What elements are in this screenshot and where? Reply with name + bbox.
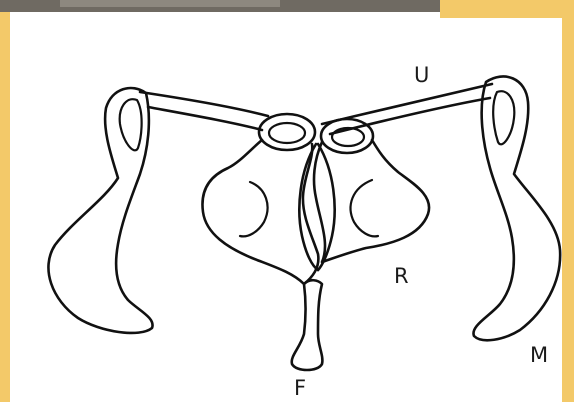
- right-tube: [322, 84, 492, 134]
- label-f: F: [294, 376, 306, 400]
- gold-border-left: [0, 0, 10, 402]
- right-ring: [321, 119, 373, 153]
- label-r: R: [394, 264, 409, 288]
- left-horn-outer: [48, 88, 152, 333]
- left-horn: [48, 88, 152, 333]
- left-lobe-outline: [202, 140, 318, 284]
- left-ring-outer: [259, 114, 315, 150]
- stalk: [292, 280, 323, 370]
- right-horn-outer: [473, 76, 560, 340]
- stalk-outline: [292, 280, 323, 370]
- left-lobe-crease: [240, 182, 268, 236]
- right-horn: [473, 76, 560, 340]
- left-horn-inner: [120, 99, 142, 150]
- left-tube: [140, 92, 268, 130]
- left-ring-inner: [269, 123, 305, 143]
- central-junction-right: [318, 144, 335, 270]
- label-m: M: [530, 343, 548, 367]
- left-lobe: [202, 140, 318, 284]
- top-dark-strip-shade: [60, 0, 280, 7]
- label-u: U: [414, 63, 429, 87]
- right-ring-outer: [321, 119, 373, 153]
- right-horn-inner: [493, 91, 514, 144]
- left-tube-upper: [140, 92, 268, 116]
- gold-border-right: [562, 0, 574, 402]
- right-lobe-crease: [351, 180, 378, 236]
- left-ring: [259, 114, 315, 150]
- gold-border-top-right: [440, 0, 574, 18]
